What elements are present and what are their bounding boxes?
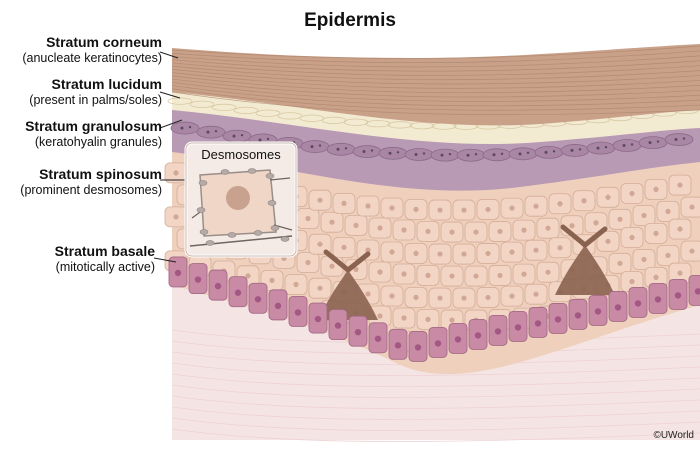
corneum-strands — [171, 45, 700, 116]
layer-note: (present in palms/soles) — [29, 93, 162, 107]
layer-note: (anucleate keratinocytes) — [22, 51, 162, 65]
leader-basale — [153, 257, 177, 263]
leader-lines — [153, 51, 188, 263]
layer-name: Stratum lucidum — [51, 76, 162, 92]
layer-note: (prominent desmosomes) — [20, 183, 162, 197]
layer-note: (keratohyalin granules) — [34, 135, 162, 149]
leader-corneum — [159, 51, 179, 59]
inset-nucleus — [226, 186, 250, 210]
melanocytes — [318, 224, 615, 320]
desmosome-inset — [184, 141, 298, 258]
layer-name: Stratum spinosum — [39, 166, 162, 182]
layer-name: Stratum granulosum — [25, 118, 162, 134]
label-stratum-lucidum: Stratum lucidum (present in palms/soles) — [29, 76, 162, 108]
label-stratum-granulosum: Stratum granulosum (keratohyalin granule… — [25, 118, 162, 150]
stratum-lucidum-layer — [172, 90, 700, 145]
label-stratum-basale: Stratum basale (mitotically active) — [55, 243, 155, 275]
leader-granulosum — [159, 119, 183, 129]
inset-title: Desmosomes — [201, 147, 281, 162]
layer-note: (mitotically active) — [55, 260, 155, 274]
page-title: Epidermis — [304, 10, 396, 31]
label-stratum-corneum: Stratum corneum (anucleate keratinocytes… — [22, 34, 162, 66]
layer-name: Stratum basale — [54, 243, 155, 259]
basal-cells — [168, 256, 700, 362]
leader-lucidum — [159, 91, 181, 99]
label-stratum-spinosum: Stratum spinosum (prominent desmosomes) — [20, 166, 162, 198]
desmosome-junctions — [196, 168, 290, 246]
copyright-credit: ©UWorld — [653, 430, 694, 441]
dermis-layer — [172, 285, 700, 440]
stratum-granulosum-layer — [172, 108, 700, 191]
layer-name: Stratum corneum — [46, 34, 162, 50]
